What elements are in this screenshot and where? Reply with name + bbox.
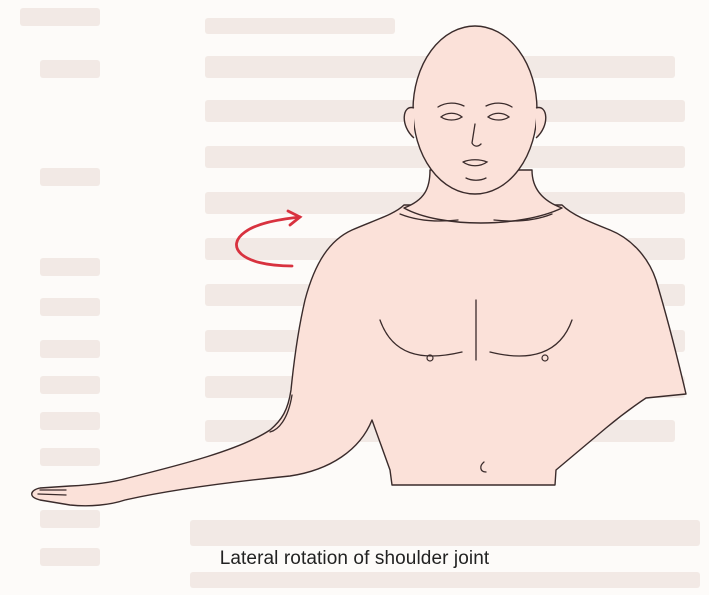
- figure-caption: Lateral rotation of shoulder joint: [0, 548, 709, 570]
- head: [413, 26, 537, 194]
